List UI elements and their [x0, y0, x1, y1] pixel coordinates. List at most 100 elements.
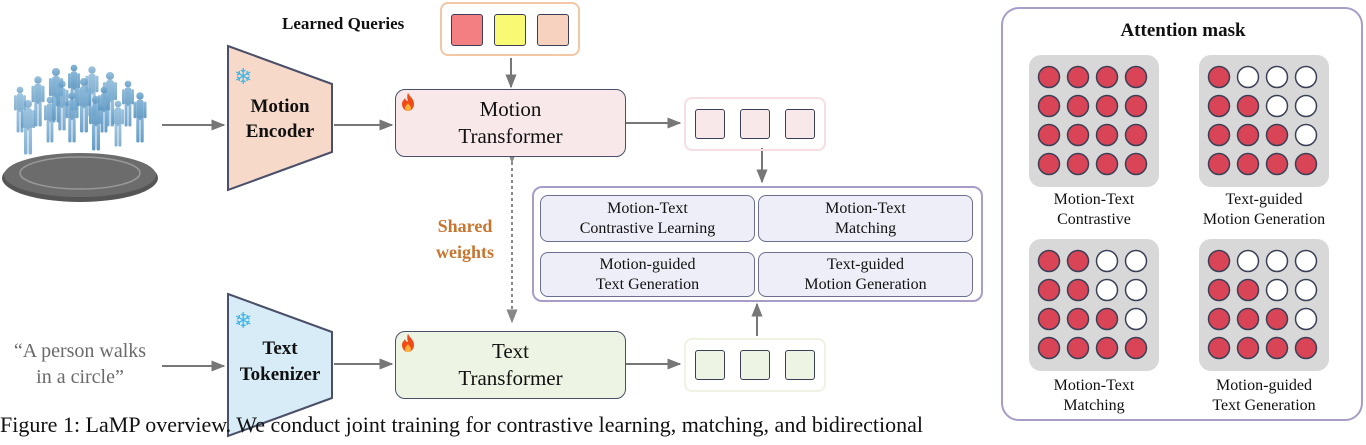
attention-dot-off — [1095, 278, 1119, 302]
learned-queries-label: Learned Queries — [282, 14, 405, 33]
query-token-2 — [494, 14, 526, 46]
attention-dot-on — [1294, 152, 1318, 176]
attention-dot-on — [1207, 123, 1231, 147]
attention-dot-on — [1095, 307, 1119, 331]
attention-dot-on — [1037, 123, 1061, 147]
attention-dot-on — [1124, 123, 1148, 147]
attention-dot-on — [1265, 152, 1289, 176]
attention-dot-on — [1066, 65, 1090, 89]
mask-panel-matching — [1029, 239, 1159, 371]
attention-dot-on — [1066, 123, 1090, 147]
mask-panel-contrastive — [1029, 55, 1159, 187]
mask-dots — [1207, 249, 1318, 360]
task-contrastive-learning: Motion-Text Contrastive Learning — [540, 195, 755, 242]
snowflake-icon: ❄ — [234, 64, 253, 89]
motion-encoder-shape — [227, 44, 333, 192]
attention-dot-on — [1207, 336, 1231, 360]
motion-token-3 — [785, 109, 815, 139]
mask-label-contrastive: Motion-Text Contrastive — [1053, 191, 1135, 228]
person-figure — [76, 77, 92, 133]
attention-dot-off — [1236, 249, 1260, 273]
flame-icon — [400, 92, 416, 117]
attention-dot-on — [1037, 307, 1061, 331]
attention-dot-on — [1037, 336, 1061, 360]
person-figure — [98, 86, 110, 133]
attention-dot-on — [1037, 152, 1061, 176]
attention-dot-on — [1037, 249, 1061, 273]
attention-dot-off — [1265, 278, 1289, 302]
mask-label-motion-guided-text: Motion-guided Text Generation — [1212, 377, 1316, 414]
attention-mask-panel: Attention mask Motion-Text Contrastive T… — [1001, 7, 1363, 421]
attention-dot-on — [1066, 152, 1090, 176]
attention-dot-on — [1207, 94, 1231, 118]
attention-dot-off — [1095, 249, 1119, 273]
attention-dot-on — [1236, 94, 1260, 118]
task-matching: Motion-Text Matching — [758, 195, 973, 242]
attention-dot-off — [1265, 94, 1289, 118]
attention-dot-on — [1066, 94, 1090, 118]
flame-icon — [400, 333, 416, 358]
mask-dots — [1207, 65, 1318, 176]
mask-label-matching: Motion-Text Matching — [1053, 377, 1135, 414]
motion-sequence-image — [2, 64, 158, 202]
attention-dot-on — [1124, 152, 1148, 176]
person-figure — [112, 100, 124, 147]
task-motion-generation: Text-guided Motion Generation — [758, 252, 973, 297]
attention-dot-on — [1207, 278, 1231, 302]
text-transformer-label: Text Transformer — [458, 339, 563, 390]
person-figure — [55, 80, 69, 131]
text-transformer-block: Text Transformer — [395, 331, 626, 399]
attention-dot-off — [1265, 249, 1289, 273]
text-token-3 — [785, 350, 815, 380]
attention-dot-on — [1124, 94, 1148, 118]
attention-dot-on — [1037, 94, 1061, 118]
mask-dots — [1037, 249, 1148, 360]
training-tasks-panel: Motion-Text Contrastive Learning Motion-… — [532, 186, 983, 302]
attention-dot-on — [1095, 336, 1119, 360]
attention-mask-title: Attention mask — [1120, 20, 1246, 41]
query-token-3 — [537, 14, 569, 46]
mask-dots — [1037, 65, 1148, 176]
attention-dot-on — [1066, 307, 1090, 331]
mask-panel-text-guided-motion — [1199, 55, 1329, 187]
attention-dot-on — [1095, 65, 1119, 89]
person-figure — [20, 99, 36, 155]
attention-dot-off — [1236, 65, 1260, 89]
attention-dot-on — [1095, 152, 1119, 176]
attention-dot-on — [1236, 123, 1260, 147]
text-output-tokens — [684, 338, 826, 392]
mask-panel-motion-guided-text — [1199, 239, 1329, 371]
shared-weights-label: Shared weights — [436, 216, 494, 262]
attention-dot-on — [1207, 249, 1231, 273]
person-figure — [44, 96, 56, 143]
attention-dot-on — [1095, 94, 1119, 118]
attention-dot-on — [1066, 336, 1090, 360]
motion-transformer-block: Motion Transformer — [395, 89, 626, 157]
person-figure — [133, 92, 147, 143]
attention-dot-off — [1294, 249, 1318, 273]
person-figure — [122, 80, 134, 127]
attention-dot-off — [1294, 94, 1318, 118]
attention-dot-off — [1294, 278, 1318, 302]
attention-dot-on — [1095, 123, 1119, 147]
person-figure — [31, 76, 45, 127]
attention-dot-off — [1294, 65, 1318, 89]
mask-label-text-guided-motion: Text-guided Motion Generation — [1202, 191, 1326, 228]
attention-dot-off — [1124, 249, 1148, 273]
text-token-1 — [695, 350, 725, 380]
attention-dot-on — [1265, 123, 1289, 147]
text-token-2 — [740, 350, 770, 380]
attention-dot-on — [1236, 336, 1260, 360]
learned-queries-container — [440, 2, 580, 56]
attention-dot-on — [1294, 336, 1318, 360]
text-tokenizer-shape — [227, 292, 333, 438]
text-tokenizer-label: Text Tokenizer — [239, 338, 321, 385]
attention-dot-on — [1037, 278, 1061, 302]
attention-dot-on — [1236, 278, 1260, 302]
attention-dot-on — [1124, 65, 1148, 89]
query-token-1 — [451, 14, 483, 46]
motion-token-2 — [740, 109, 770, 139]
attention-dot-off — [1124, 278, 1148, 302]
attention-dot-on — [1066, 278, 1090, 302]
